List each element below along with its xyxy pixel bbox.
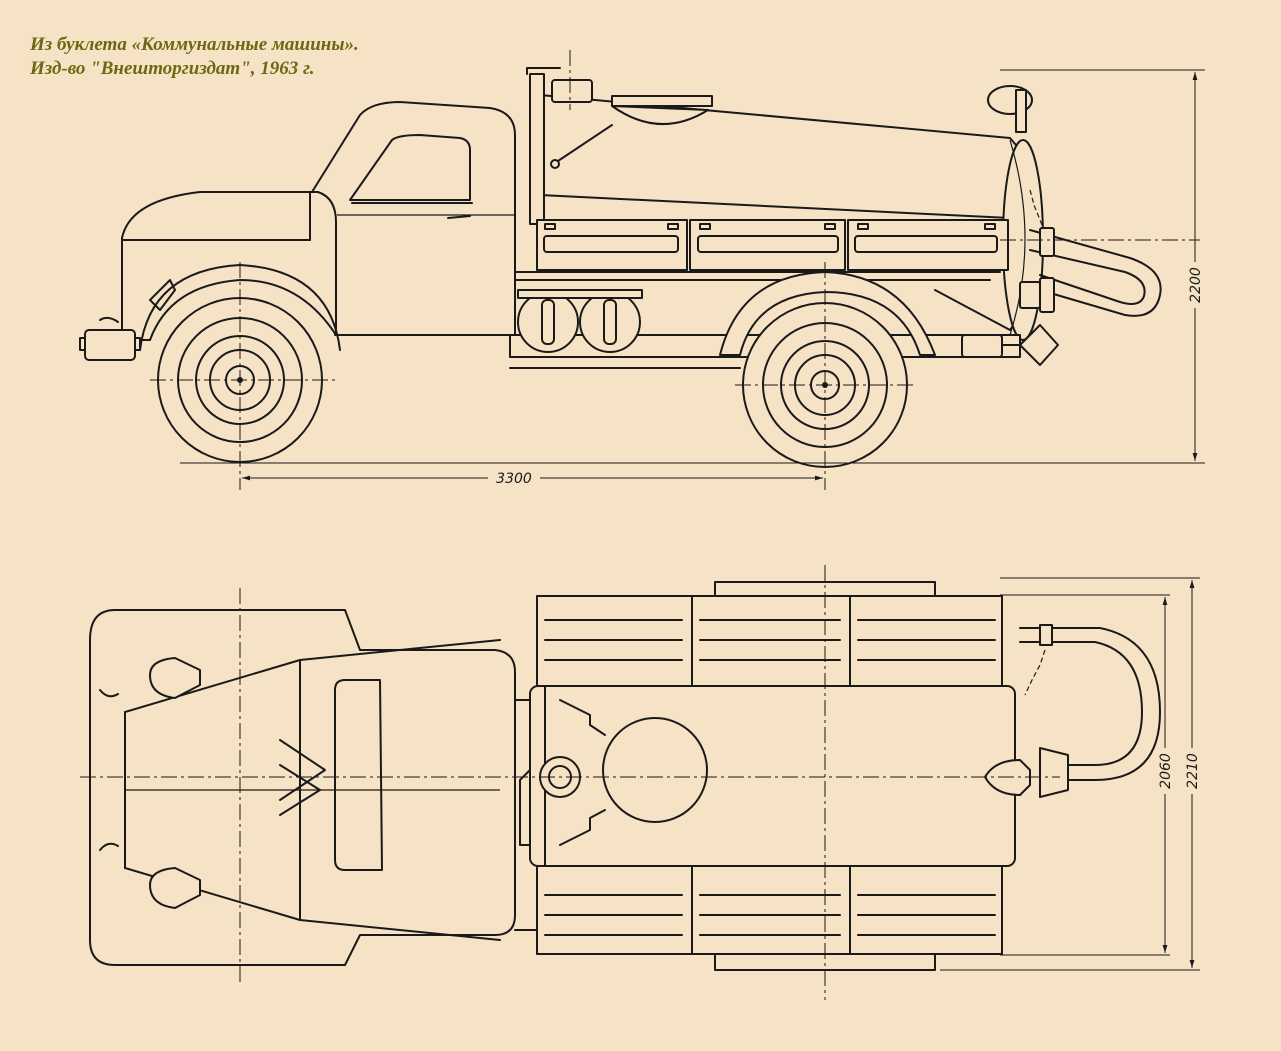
top-cab [89,609,516,966]
caption-line-1: Из буклета «Коммунальные машины». [30,34,359,55]
side-view: 3300 2200 [79,50,1205,490]
caption-line-2: Изд-во "Внешторгиздат", 1963 г. [30,58,315,79]
inner-width-dimension-label: 2060 [1158,753,1174,789]
wheelbase-dimension-label: 3300 [496,471,532,487]
side-toolboxes [536,219,1009,271]
height-dimension-label: 2200 [1188,267,1204,303]
outer-width-dimension-label: 2210 [1185,753,1201,789]
side-pumps [517,289,643,353]
side-rear-wheel [719,271,936,468]
side-cab [311,101,516,336]
top-tank [519,685,1031,867]
source-caption: Из буклета «Коммунальные машины». Изд-во… [30,33,359,81]
top-view: 2060 2210 [80,565,1203,1000]
top-hose [1019,624,1161,798]
top-toolboxes-lower [536,865,1003,971]
side-hose [961,227,1162,366]
top-toolboxes-upper [536,581,1003,687]
